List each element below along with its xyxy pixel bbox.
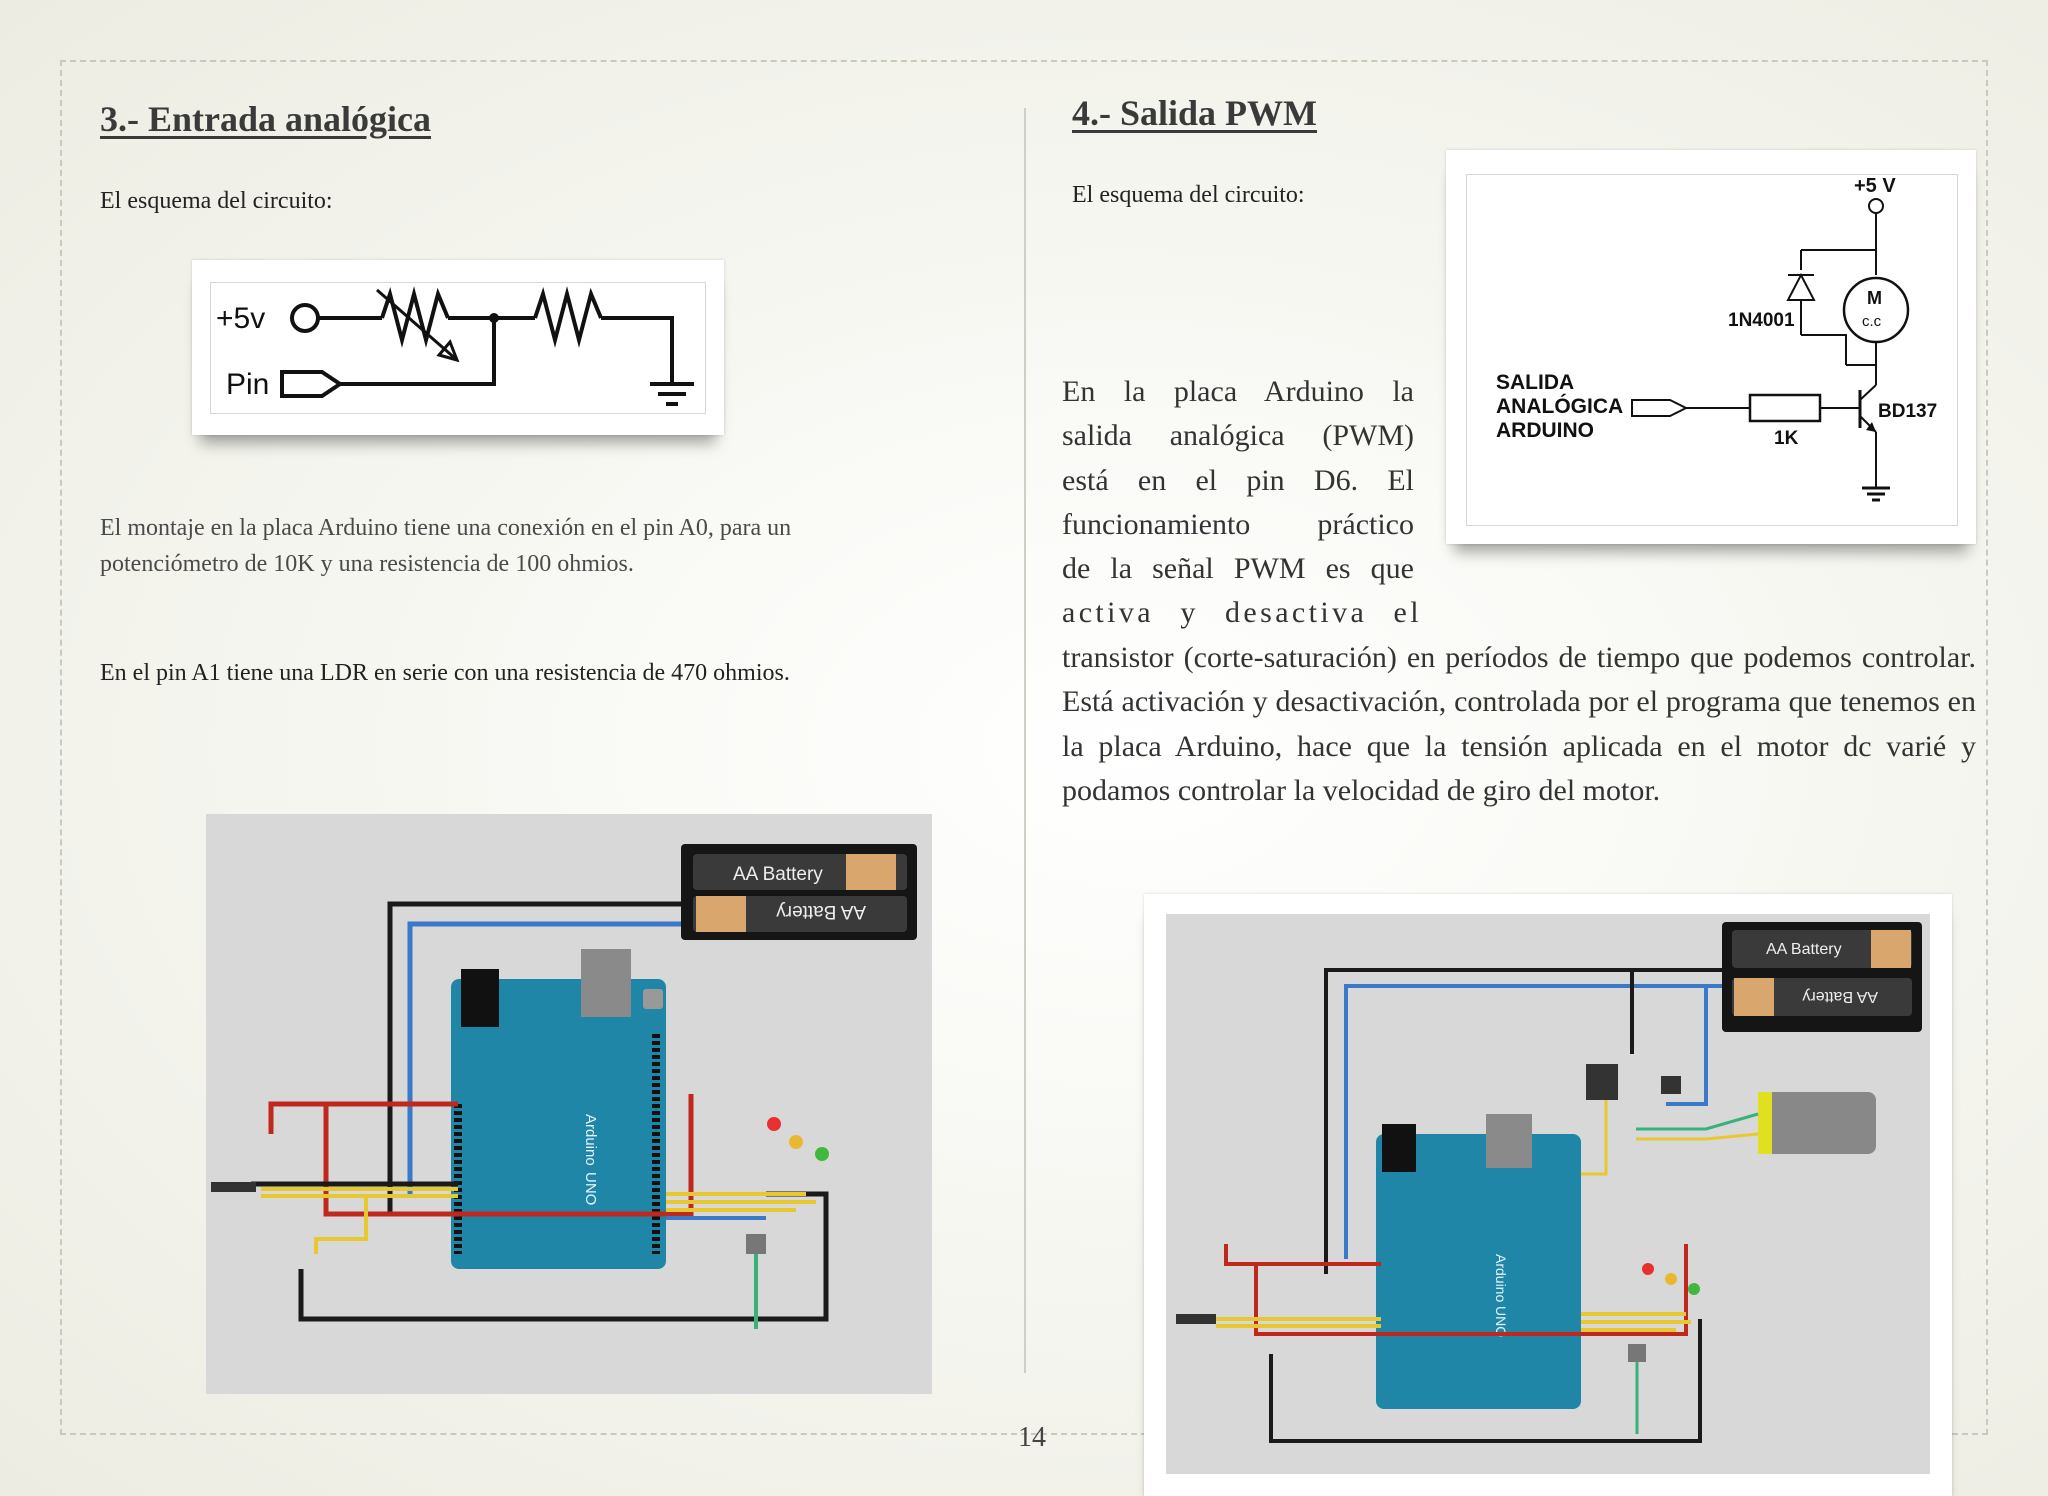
analog-paragraph-1: El montaje en la placa Arduino tiene una…: [100, 515, 792, 577]
input-label-2: ANALÓGICA: [1496, 394, 1623, 418]
battery-label-bottom: AA Battery: [1802, 988, 1878, 1005]
led-yellow: [1665, 1273, 1677, 1285]
supply-5v: +5 V: [1854, 175, 1896, 197]
pwm-line-2: salida analógica (PWM): [1062, 419, 1414, 453]
push-button: [1628, 1344, 1646, 1362]
board-label: Arduino: [1493, 1254, 1509, 1302]
pwm-breadboard-image: AA Battery AA Battery Arduino UNO: [1166, 914, 1930, 1474]
analog-circuit-card: +5v Pin: [192, 260, 724, 435]
led-green: [1688, 1283, 1700, 1295]
board-model: UNO: [582, 1172, 599, 1205]
resistor-1k: [1748, 393, 1822, 423]
battery-label-top: AA Battery: [733, 864, 823, 885]
diode-label: 1N4001: [1728, 310, 1795, 331]
arduino-board: [1376, 1134, 1581, 1409]
motor-label: M: [1867, 288, 1882, 308]
pwm-breadboard-card: AA Battery AA Battery Arduino UNO: [1144, 894, 1952, 1496]
pwm-line-5: de la señal PWM es que: [1062, 552, 1414, 586]
dc-motor: [1766, 1092, 1876, 1154]
arduino-board: [451, 979, 666, 1269]
pwm-line-1: En la placa Arduino la: [1062, 375, 1414, 408]
page-number: 14: [1018, 1422, 1046, 1453]
pwm-line-6: activa y desactiva el: [1062, 596, 1422, 630]
transistor-label: BD137: [1878, 401, 1937, 422]
pwm-circuit-card: +5 V 1N4001 M c.c SALIDA ANALÓGICA ARDUI…: [1446, 150, 1976, 544]
led-yellow: [789, 1135, 803, 1149]
motor-type: c.c: [1862, 313, 1882, 330]
battery-label-top: AA Battery: [1766, 941, 1842, 958]
board-model: UNO: [1493, 1306, 1509, 1337]
led-red: [767, 1117, 781, 1131]
column-divider: [1024, 108, 1026, 1373]
schema-label-right: El esquema del circuito:: [1072, 182, 1305, 208]
pwm-circuit-diagram: +5 V 1N4001 M c.c SALIDA ANALÓGICA ARDUI…: [1496, 175, 1937, 502]
battery-label-bottom: AA Battery: [776, 901, 866, 922]
schema-label-left: El esquema del circuito:: [100, 188, 333, 214]
analog-breadboard-image: AA Battery AA Battery Arduino UNO: [206, 814, 932, 1394]
analog-circuit-diagram: +5v Pin: [216, 286, 694, 406]
led-red: [1642, 1263, 1654, 1275]
pwm-paragraph-narrow: En la placa Arduino la salida analógica …: [1062, 370, 1419, 636]
heading-pwm-output: 4.- Salida PWM: [1072, 93, 1318, 133]
board-label: Arduino: [582, 1114, 599, 1166]
pwm-line-4: funcionamiento práctico: [1062, 507, 1414, 541]
resistor-label: 1K: [1774, 428, 1799, 449]
input-label-3: ARDUINO: [1496, 419, 1594, 442]
pwm-paragraph-wide: transistor (corte-saturación) en período…: [1062, 641, 1976, 807]
page-frame: [60, 60, 1988, 1435]
transistor: [1586, 1064, 1618, 1100]
heading-analog-input: 3.- Entrada analógica: [100, 99, 432, 139]
input-label-1: SALIDA: [1496, 371, 1574, 394]
push-button: [746, 1234, 766, 1254]
led-green: [815, 1147, 829, 1161]
pin-label: Pin: [226, 368, 269, 401]
analog-paragraph-2: En el pin A1 tiene una LDR en serie con …: [100, 660, 790, 686]
supply-label: +5v: [216, 302, 265, 335]
pwm-line-3: está en el pin D6. El: [1062, 463, 1414, 497]
